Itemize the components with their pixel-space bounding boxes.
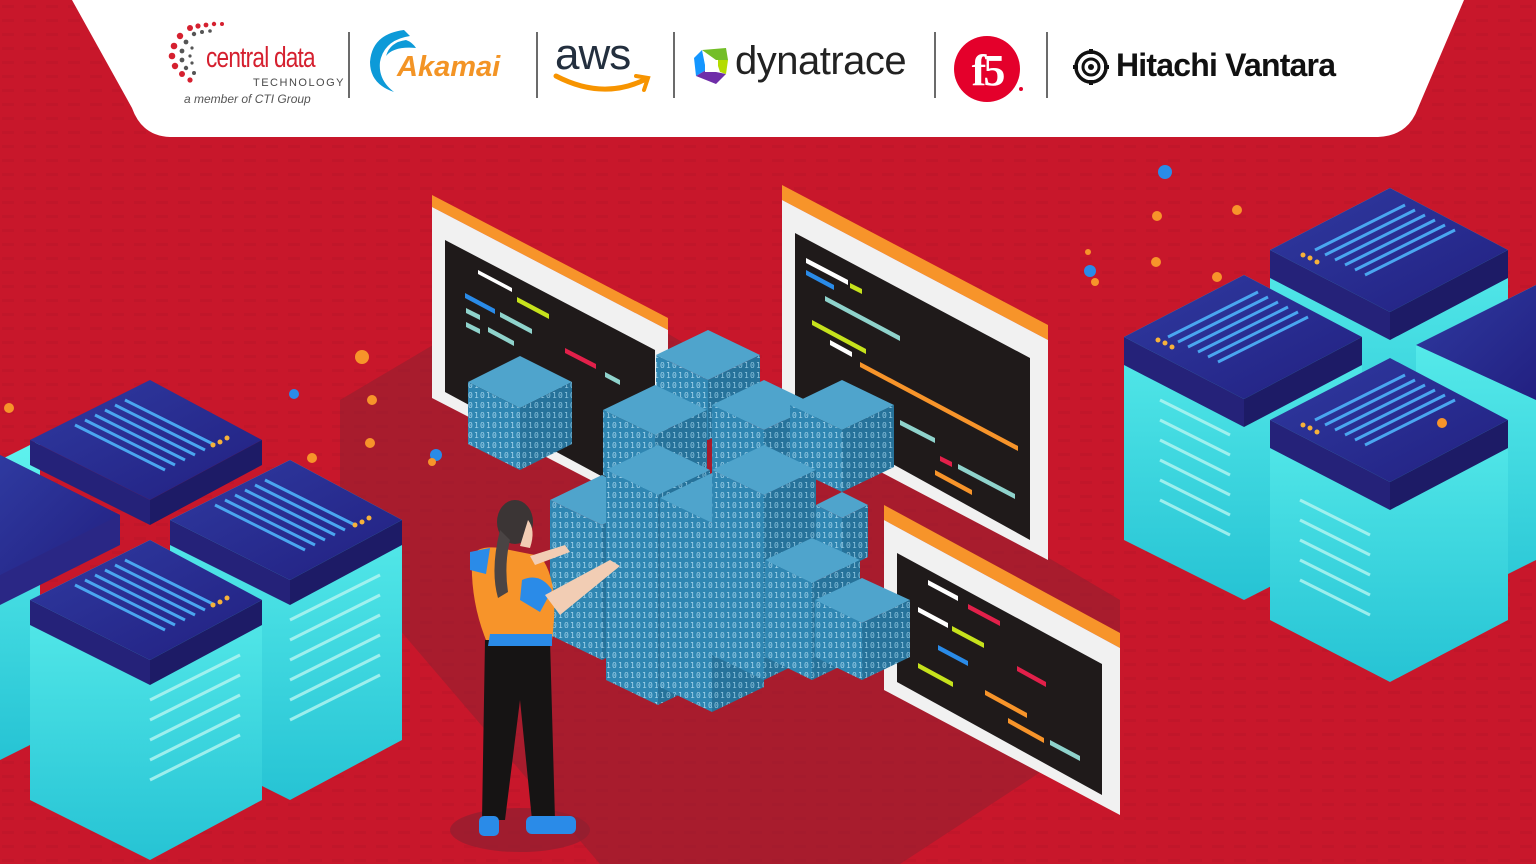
server-cluster-left <box>0 380 402 860</box>
partner-logo-bar: central data TECHNOLOGY a member of CTI … <box>0 0 1536 140</box>
central-data-subtitle: TECHNOLOGY <box>253 77 346 89</box>
person-figure <box>470 500 620 836</box>
logo-divider <box>536 32 538 98</box>
logo-divider <box>1046 32 1048 98</box>
aws-wordmark: aws <box>555 30 631 79</box>
aws-smile-icon <box>553 73 651 92</box>
central-data-name: central data <box>206 42 316 74</box>
aws-logo: aws <box>552 28 662 108</box>
dynatrace-logo: dynatrace <box>692 38 922 98</box>
particles <box>4 165 1447 466</box>
svg-text:f5: f5 <box>972 46 1005 95</box>
logo-divider <box>348 32 350 98</box>
dotted-arc-icon <box>168 21 224 83</box>
dynatrace-cube-icon <box>694 48 728 84</box>
central-data-tagline: a member of CTI Group <box>184 92 311 106</box>
central-data-logo: central data TECHNOLOGY a member of CTI … <box>166 20 344 110</box>
hitachi-emblem-icon <box>1073 49 1109 85</box>
f5-logo: f5 <box>951 33 1027 105</box>
akamai-wordmark: Akamai <box>397 51 501 83</box>
hitachi-vantara-logo: Hitachi Vantara <box>1072 42 1382 92</box>
binary-data-cubes <box>468 330 910 712</box>
akamai-logo: Akamai <box>364 26 534 106</box>
code-screen-lower <box>884 505 1120 815</box>
logo-divider <box>934 32 936 98</box>
f5-badge-icon: f5 <box>954 36 1023 102</box>
code-screen-center <box>782 185 1048 560</box>
hitachi-vantara-wordmark: Hitachi Vantara <box>1116 47 1336 83</box>
logo-divider <box>673 32 675 98</box>
server-cluster-right <box>1124 188 1536 682</box>
akamai-swoosh-icon <box>370 30 416 92</box>
dynatrace-wordmark: dynatrace <box>735 39 907 83</box>
